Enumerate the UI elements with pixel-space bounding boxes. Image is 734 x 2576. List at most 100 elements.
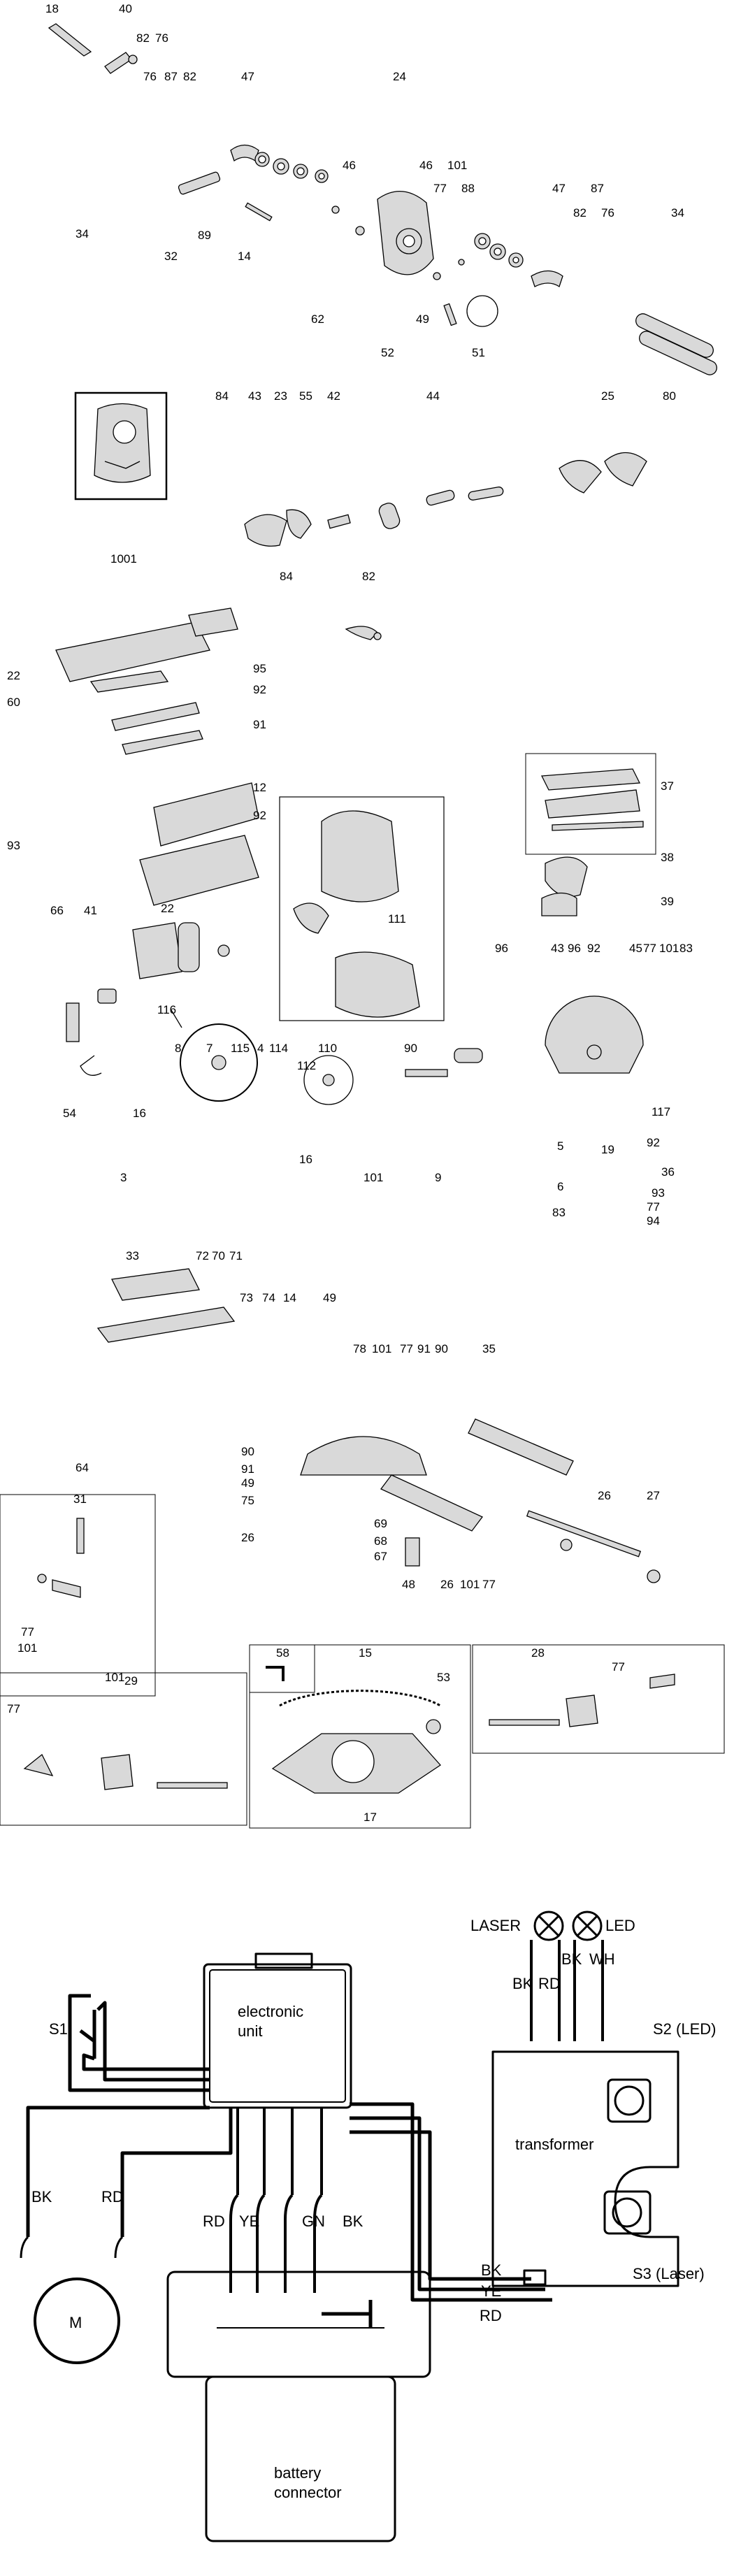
part-drawings xyxy=(0,23,725,1829)
part-number-110: 110 xyxy=(318,1042,337,1055)
part-number-94: 94 xyxy=(647,1214,660,1228)
part-number-77g: 77 xyxy=(612,1660,625,1674)
part-number-58: 58 xyxy=(276,1646,289,1660)
part-number-64: 64 xyxy=(75,1461,89,1474)
part-number-77a: 77 xyxy=(433,182,447,195)
part-number-101e: 101 xyxy=(460,1578,480,1591)
part-number-88: 88 xyxy=(461,182,475,195)
part-number-69: 69 xyxy=(374,1517,387,1530)
part-number-1001: 1001 xyxy=(110,552,137,566)
part-number-52: 52 xyxy=(381,346,394,359)
part-number-66: 66 xyxy=(50,904,64,917)
transformer-label: transformer xyxy=(515,2136,593,2153)
part-number-82c: 82 xyxy=(573,206,587,220)
part-number-36: 36 xyxy=(661,1165,675,1179)
motor-blade-drawing xyxy=(66,922,644,1105)
part-number-46b: 46 xyxy=(419,159,433,172)
part-number-34a: 34 xyxy=(671,206,684,220)
part-number-17: 17 xyxy=(364,1811,377,1824)
detail-box-28 xyxy=(472,1644,725,1754)
part-number-8: 8 xyxy=(175,1042,181,1055)
battery-wire-label-gn: GN xyxy=(302,2212,325,2230)
part-number-82d: 82 xyxy=(362,570,375,583)
part-number-96b: 96 xyxy=(568,942,581,955)
led-label: LED xyxy=(605,1917,635,1934)
part-number-16b: 16 xyxy=(299,1153,312,1166)
transformer-wire-label-bk: BK xyxy=(481,2261,502,2279)
part-number-7: 7 xyxy=(206,1042,213,1055)
part-number-77b: 77 xyxy=(643,942,656,955)
laser-label: LASER xyxy=(470,1917,521,1934)
part-number-73: 73 xyxy=(240,1291,253,1304)
part-number-25: 25 xyxy=(601,389,614,403)
switch-s1-drawing xyxy=(79,2010,96,2059)
part-number-90b: 90 xyxy=(435,1342,448,1355)
part-number-23: 23 xyxy=(274,389,287,403)
part-number-5: 5 xyxy=(557,1139,563,1153)
part-number-101b: 101 xyxy=(659,942,679,955)
lamp-wire-label-2: RD xyxy=(538,1975,561,1992)
led-lamp-drawing xyxy=(572,1911,603,1941)
part-number-71: 71 xyxy=(229,1249,243,1262)
battery-wire-label-rd: RD xyxy=(203,2212,225,2230)
part-number-54: 54 xyxy=(63,1107,76,1120)
part-number-27: 27 xyxy=(647,1489,660,1502)
part-number-96a: 96 xyxy=(495,942,508,955)
part-number-12: 12 xyxy=(253,781,266,794)
part-number-53: 53 xyxy=(437,1671,450,1684)
housing-drawing xyxy=(55,607,445,1021)
part-number-84b: 84 xyxy=(280,570,293,583)
part-number-115: 115 xyxy=(231,1042,250,1055)
battery-wire-label-bk: BK xyxy=(343,2212,364,2230)
electronic-unit-box xyxy=(203,1963,352,2109)
part-number-90a: 90 xyxy=(404,1042,417,1055)
part-number-91a: 91 xyxy=(253,718,266,731)
part-number-77c: 77 xyxy=(647,1200,660,1214)
wiring-diagram xyxy=(20,1911,679,2542)
part-number-3: 3 xyxy=(120,1171,127,1184)
part-number-51: 51 xyxy=(472,346,485,359)
part-number-101g: 101 xyxy=(105,1671,124,1684)
part-number-47a: 47 xyxy=(241,70,254,83)
part-number-49a: 49 xyxy=(416,312,429,326)
detail-box-15 xyxy=(249,1644,471,1829)
part-number-91c: 91 xyxy=(241,1462,254,1476)
part-number-55: 55 xyxy=(299,389,312,403)
part-number-41: 41 xyxy=(84,904,97,917)
battery-wire-label-ye: YE xyxy=(239,2212,259,2230)
detail-box-29 xyxy=(0,1672,247,1826)
part-number-44: 44 xyxy=(426,389,440,403)
part-number-83b: 83 xyxy=(552,1206,566,1219)
part-number-42: 42 xyxy=(327,389,340,403)
part-number-76a: 76 xyxy=(155,31,168,45)
part-number-31: 31 xyxy=(73,1492,87,1506)
part-number-70: 70 xyxy=(212,1249,225,1262)
lamp-wire-label-3: BK xyxy=(561,1950,582,1968)
part-number-101c: 101 xyxy=(364,1171,383,1184)
part-number-75: 75 xyxy=(241,1494,254,1507)
part-number-67: 67 xyxy=(374,1550,387,1563)
part-number-38: 38 xyxy=(661,851,674,864)
part-number-116: 116 xyxy=(157,1003,176,1016)
motor-wire-label-rd: RD xyxy=(101,2188,124,2206)
part-number-45: 45 xyxy=(629,942,642,955)
part-number-33: 33 xyxy=(126,1249,139,1262)
part-number-43b: 43 xyxy=(551,942,564,955)
part-number-82a: 82 xyxy=(136,31,150,45)
part-number-62: 62 xyxy=(311,312,324,326)
part-number-92b: 92 xyxy=(253,809,266,822)
part-number-24: 24 xyxy=(393,70,406,83)
motor-label: M xyxy=(69,2314,82,2331)
part-number-78: 78 xyxy=(353,1342,366,1355)
part-number-40: 40 xyxy=(119,2,132,15)
part-number-117: 117 xyxy=(652,1105,670,1118)
part-number-72: 72 xyxy=(196,1249,209,1262)
battery-connector-drawing xyxy=(166,2271,431,2542)
handle-assembly-drawing xyxy=(48,23,717,375)
lamp-wire-label-4: WH xyxy=(589,1950,615,1968)
transformer-drawing xyxy=(491,2050,679,2287)
part-number-60: 60 xyxy=(7,696,20,709)
